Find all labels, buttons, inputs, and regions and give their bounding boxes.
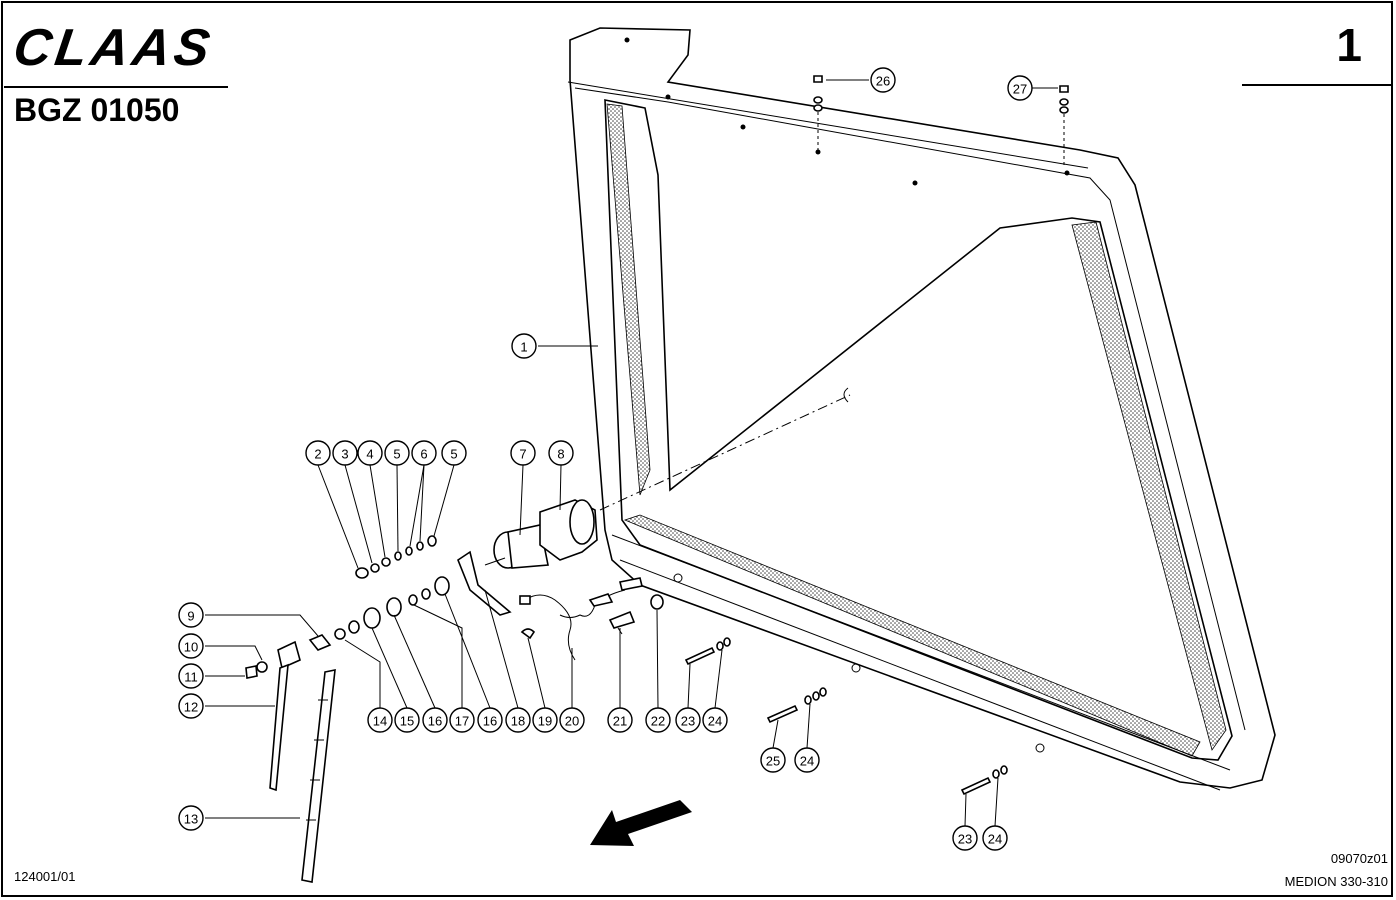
callout-label: 8 <box>557 447 564 462</box>
wiper-motor <box>484 524 549 569</box>
callout-label: 4 <box>366 447 373 462</box>
callout-2: 2 <box>305 440 331 466</box>
callout-label: 7 <box>519 447 526 462</box>
callout-26: 26 <box>870 67 896 93</box>
cable-harness <box>519 577 643 661</box>
wiper-arm <box>245 640 301 792</box>
hardware-row-upper <box>355 535 437 579</box>
callout-label: 13 <box>184 812 198 827</box>
callout-label: 26 <box>876 74 890 89</box>
callout-label: 22 <box>651 714 665 729</box>
callout-18: 18 <box>505 707 531 733</box>
callout-label: 14 <box>373 714 387 729</box>
callout-23: 23 <box>675 707 701 733</box>
callout-13: 13 <box>178 805 204 831</box>
hardware-row-lower <box>308 576 664 651</box>
callout-label: 5 <box>393 447 400 462</box>
callout-22: 22 <box>645 707 671 733</box>
callout-24: 24 <box>794 747 820 773</box>
axis-end-clip <box>843 387 849 403</box>
callout-label: 1 <box>520 340 527 355</box>
callout-4: 4 <box>357 440 383 466</box>
callout-label: 21 <box>613 714 627 729</box>
doc-code: BGZ 01050 <box>14 92 180 128</box>
callout-17: 17 <box>449 707 475 733</box>
callout-label: 24 <box>708 714 722 729</box>
callout-27: 27 <box>1007 75 1033 101</box>
footer-drawing-id: 09070z01 <box>1330 851 1388 866</box>
callout-16: 16 <box>477 707 503 733</box>
callout-11: 11 <box>178 663 204 689</box>
callout-label: 10 <box>184 640 198 655</box>
callout-label: 3 <box>341 447 348 462</box>
callout-8: 8 <box>548 440 574 466</box>
leader-lines <box>205 79 1058 827</box>
callout-7: 7 <box>510 440 536 466</box>
callout-label: 27 <box>1013 82 1027 97</box>
callout-label: 2 <box>314 447 321 462</box>
callout-25: 25 <box>760 747 786 773</box>
callout-label: 9 <box>187 609 194 624</box>
callout-3: 3 <box>332 440 358 466</box>
callout-label: 20 <box>565 714 579 729</box>
callout-label: 23 <box>681 714 695 729</box>
footer-model: MEDION 330-310 <box>1284 874 1388 889</box>
callout-24: 24 <box>702 707 728 733</box>
callout-12: 12 <box>178 693 204 719</box>
callout-16: 16 <box>422 707 448 733</box>
callout-19: 19 <box>532 707 558 733</box>
callout-label: 12 <box>184 700 198 715</box>
bolts <box>684 75 1069 796</box>
wiper-blade <box>301 669 336 883</box>
callout-5: 5 <box>441 440 467 466</box>
callout-label: 24 <box>988 832 1002 847</box>
callout-23: 23 <box>952 825 978 851</box>
callout-label: 16 <box>483 714 497 729</box>
callout-label: 18 <box>511 714 525 729</box>
windscreen-frame <box>567 27 1276 791</box>
page-number-rule <box>1242 84 1392 86</box>
callout-24: 24 <box>982 825 1008 851</box>
motor-cover <box>539 499 598 561</box>
callout-label: 16 <box>428 714 442 729</box>
callout-label: 15 <box>400 714 414 729</box>
callout-label: 6 <box>420 447 427 462</box>
callout-9: 9 <box>178 602 204 628</box>
callout-6: 6 <box>411 440 437 466</box>
footer-left-code: 124001/01 <box>14 869 76 884</box>
callout-5: 5 <box>384 440 410 466</box>
callout-label: 19 <box>538 714 552 729</box>
callout-15: 15 <box>394 707 420 733</box>
page-number: 1 <box>1336 19 1362 71</box>
wiper-axis <box>599 394 851 511</box>
logo-underline <box>4 86 228 88</box>
callout-label: 23 <box>958 832 972 847</box>
callout-label: 5 <box>450 447 457 462</box>
callout-10: 10 <box>178 633 204 659</box>
callout-label: 17 <box>455 714 469 729</box>
callout-1: 1 <box>511 333 537 359</box>
bracket <box>457 550 512 616</box>
callout-14: 14 <box>367 707 393 733</box>
callout-21: 21 <box>607 707 633 733</box>
callout-20: 20 <box>559 707 585 733</box>
callout-label: 25 <box>766 754 780 769</box>
callout-label: 24 <box>800 754 814 769</box>
callout-label: 11 <box>184 670 198 685</box>
direction-arrow <box>590 800 692 846</box>
